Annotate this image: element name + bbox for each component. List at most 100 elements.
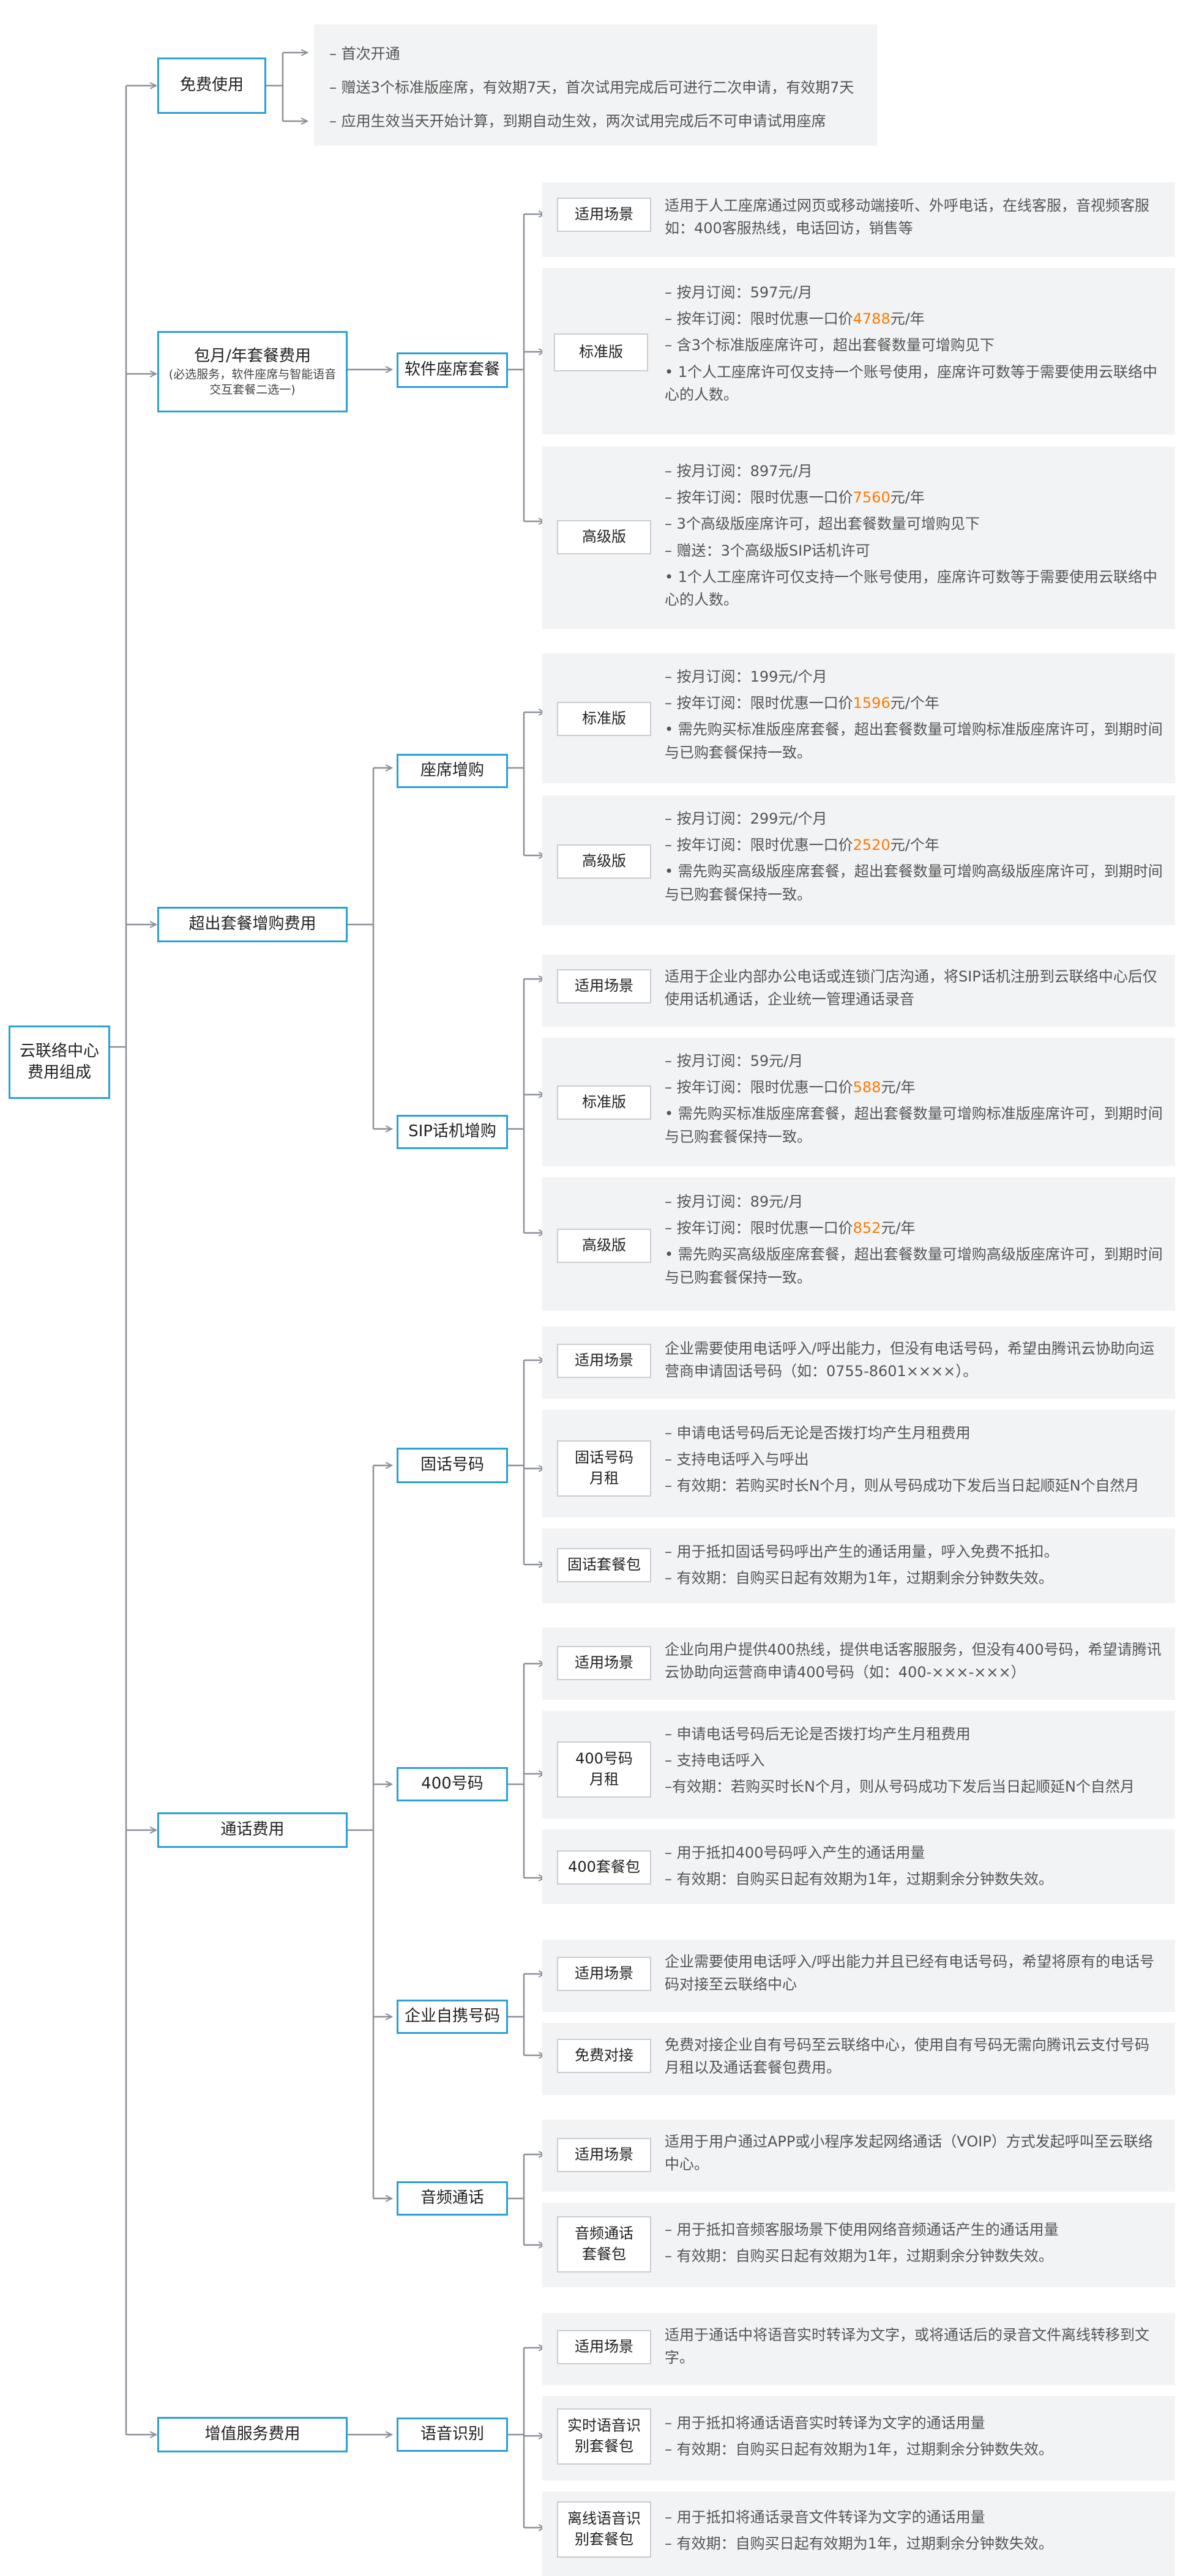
addon-standard-tag: 标准版 [557,702,651,736]
seat-standard-monthly: – 按月订阅：597元/月 [665,284,813,301]
seat-advanced-yearly: – 按年订阅：限时优惠一口价7560元/年 [665,486,1163,509]
free-item-3: – 应用生效当天开始计算，到期自动生效，两次试用完成后不可申请试用座席 [329,113,826,130]
sip-scene-text: 适用于企业内部办公电话或连锁门店沟通，将SIP话机注册到云联络中心后仅使用话机通… [665,968,1157,1008]
price-unit: 元/个年 [890,694,939,712]
free-usage-text: – 首次开通 – 赠送3个标准版座席，有效期7天，首次试用完成后可进行二次申请，… [329,43,868,137]
sip-addon-node: SIP话机增购 [397,1115,508,1149]
seat-standard-text: – 按月订阅：597元/月 – 按年订阅：限时优惠一口价4788元/年 – 含3… [665,281,1163,410]
monthly-package-note: (必选服务，软件座席与智能语音交互套餐二选一) [168,368,337,397]
sip-advanced-monthly: – 按月订阅：89元/月 [665,1193,804,1210]
sip-standard-note: • 需先购买标准版座席套餐，超出套餐数量可增购标准版座席许可，到期时间与已购套餐… [665,1105,1163,1145]
addon-standard-text: – 按月订阅：199元/个月 – 按年订阅：限时优惠一口价1596元/个年 • … [665,666,1163,768]
sip-standard-yearly: – 按年订阅：限时优惠一口价588元/年 [665,1076,1163,1099]
n400-rent-tag: 400号码 月租 [557,1741,651,1798]
landline-rent-tag: 固话号码 月租 [557,1440,651,1497]
asr-realtime-text: – 用于抵扣将通话语音实时转译为文字的通话用量 – 有效期：自购买日起有效期为1… [665,2412,1163,2465]
seat-scene-text: 适用于人工座席通过网页或移动端接听、外呼电话，在线客服，音视频客服如：400客服… [665,197,1149,237]
seat-standard-note: • 1个人工座席许可仅支持一个账号使用，座席许可数等于需要使用云联络中心的人数。 [665,363,1158,403]
sip-standard-text: – 按月订阅：59元/月 – 按年订阅：限时优惠一口价588元/年 • 需先购买… [665,1050,1163,1152]
free-item-1: – 首次开通 [329,45,400,62]
price-unit: 元/年 [881,1079,916,1096]
seat-standard-tag: 标准版 [554,333,648,371]
sip-standard-tag: 标准版 [557,1085,651,1120]
landline-pack-tag: 固话套餐包 [557,1548,651,1582]
own-free-tag: 免费对接 [557,2039,651,2073]
audio-pack-tag: 音频通话 套餐包 [557,2216,651,2273]
n400-pack-text: – 用于抵扣400号码呼入产生的通话用量 – 有效期：自购买日起有效期为1年，过… [665,1842,1163,1894]
price-prefix: – 按年订阅：限时优惠一口价 [665,836,853,854]
asr-realtime-tag: 实时语音识 别套餐包 [557,2408,651,2465]
sip-standard-monthly: – 按月订阅：59元/月 [665,1052,804,1070]
price-unit: 元/年 [881,1219,916,1237]
landline-rent-line: – 支持电话呼入与呼出 [665,1451,809,1469]
price-prefix: – 按年订阅：限时优惠一口价 [665,694,853,712]
asr-scene-text: 适用于通话中将语音实时转译为文字，或将通话后的录音文件离线转移到文字。 [665,2326,1149,2367]
landline-node: 固话号码 [397,1448,508,1483]
addon-advanced-text: – 按月订阅：299元/个月 – 按年订阅：限时优惠一口价2520元/个年 • … [665,808,1163,910]
seat-advanced-monthly: – 按月订阅：897元/月 [665,463,813,480]
n400-node: 400号码 [397,1767,508,1801]
price-unit: 元/年 [890,489,925,507]
audio-call-node: 音频通话 [397,2181,508,2216]
seat-addon-node: 座席增购 [397,754,508,788]
n400-rent-text: – 申请电话号码后无论是否拨打均产生月租费用 – 支持电话呼入 –有效期：若购买… [665,1723,1163,1803]
landline-rent-text: – 申请电话号码后无论是否拨打均产生月租费用 – 支持电话呼入与呼出 – 有效期… [665,1422,1163,1502]
price-highlight: 588 [853,1079,881,1096]
landline-scene-tag: 适用场景 [557,1344,651,1378]
seat-scene-tag: 适用场景 [557,198,651,232]
asr-offline-text: – 用于抵扣将通话录音文件转译为文字的通话用量 – 有效期：自购买日起有效期为1… [665,2506,1163,2559]
free-item-2: – 赠送3个标准版座席，有效期7天，首次试用完成后可进行二次申请，有效期7天 [329,79,854,97]
asr-node: 语音识别 [397,2418,508,2452]
free-usage-node: 免费使用 [157,58,266,114]
extra-purchase-node: 超出套餐增购费用 [157,907,348,942]
call-fee-node: 通话费用 [157,1812,348,1848]
monthly-package-node: 包月/年套餐费用 (必选服务，软件座席与智能语音交互套餐二选一) [157,331,348,412]
n400-pack-line: – 用于抵扣400号码呼入产生的通话用量 [665,1844,925,1861]
n400-pack-tag: 400套餐包 [557,1850,651,1885]
audio-pack-line: – 用于抵扣音频客服场景下使用网络音频通话产生的通话用量 [665,2221,1059,2238]
asr-offline-line: – 有效期：自购买日起有效期为1年，过期剩余分钟数失效。 [665,2535,1053,2553]
addon-advanced-note: • 需先购买高级版座席套餐，超出套餐数量可增购高级版座席许可，到期时间与已购套餐… [665,863,1163,903]
own-free-text: 免费对接企业自有号码至云联络中心，使用自有号码无需向腾讯云支付号码月租以及通话套… [665,2036,1149,2077]
seat-advanced-include: – 3个高级版座席许可，超出套餐数量可增购见下 [665,515,980,533]
seat-advanced-gift: – 赠送：3个高级版SIP话机许可 [665,542,870,559]
audio-pack-line: – 有效期：自购买日起有效期为1年，过期剩余分钟数失效。 [665,2247,1053,2265]
price-highlight: 7560 [853,489,890,507]
price-highlight: 4788 [853,310,890,328]
asr-offline-tag: 离线语音识 别套餐包 [557,2501,651,2558]
landline-pack-line: – 有效期：自购买日起有效期为1年，过期剩余分钟数失效。 [665,1569,1053,1587]
n400-pack-line: – 有效期：自购买日起有效期为1年，过期剩余分钟数失效。 [665,1871,1053,1888]
landline-pack-text: – 用于抵扣固话号码呼出产生的通话用量，呼入免费不抵扣。 – 有效期：自购买日起… [665,1541,1163,1593]
addon-standard-yearly: – 按年订阅：限时优惠一口价1596元/个年 [665,692,1163,715]
n400-rent-line: – 支持电话呼入 [665,1752,765,1770]
sip-scene-tag: 适用场景 [557,969,651,1003]
seat-standard-yearly: – 按年订阅：限时优惠一口价4788元/年 [665,308,1163,330]
asr-realtime-line: – 有效期：自购买日起有效期为1年，过期剩余分钟数失效。 [665,2441,1053,2459]
price-highlight: 1596 [853,694,890,712]
value-added-node: 增值服务费用 [157,2417,348,2452]
addon-advanced-monthly: – 按月订阅：299元/个月 [665,810,827,827]
price-highlight: 852 [853,1219,881,1237]
asr-realtime-line: – 用于抵扣将通话语音实时转译为文字的通话用量 [665,2414,985,2432]
monthly-package-label: 包月/年套餐费用 [194,347,311,366]
sip-advanced-yearly: – 按年订阅：限时优惠一口价852元/年 [665,1217,1163,1240]
landline-rent-line: – 有效期：若购买时长N个月，则从号码成功下发后当日起顺延N个自然月 [665,1477,1140,1495]
audio-pack-text: – 用于抵扣音频客服场景下使用网络音频通话产生的通话用量 – 有效期：自购买日起… [665,2219,1163,2271]
price-prefix: – 按年订阅：限时优惠一口价 [665,310,853,328]
addon-advanced-yearly: – 按年订阅：限时优惠一口价2520元/个年 [665,834,1163,857]
seat-standard-include: – 含3个标准版座席许可，超出套餐数量可增购见下 [665,337,995,354]
sip-advanced-tag: 高级版 [557,1229,651,1263]
own-number-node: 企业自携号码 [397,2000,508,2034]
addon-standard-monthly: – 按月订阅：199元/个月 [665,668,827,685]
own-scene-text: 企业需要使用电话呼入/呼出能力并且已经有电话号码，希望将原有的电话号码对接至云联… [665,1953,1155,1993]
price-prefix: – 按年订阅：限时优惠一口价 [665,1219,853,1237]
price-prefix: – 按年订阅：限时优惠一口价 [665,489,853,507]
own-scene-tag: 适用场景 [557,1957,651,1991]
n400-scene-text: 企业向用户提供400热线，提供电话客服服务，但没有400号码，希望请腾讯云协助向… [665,1641,1162,1681]
addon-advanced-tag: 高级版 [557,844,651,879]
sip-advanced-text: – 按月订阅：89元/月 – 按年订阅：限时优惠一口价852元/年 • 需先购买… [665,1191,1163,1293]
seat-advanced-text: – 按月订阅：897元/月 – 按年订阅：限时优惠一口价7560元/年 – 3个… [665,460,1163,615]
price-unit: 元/个年 [890,836,939,854]
price-prefix: – 按年订阅：限时优惠一口价 [665,1079,853,1096]
audio-scene-text: 适用于用户通过APP或小程序发起网络通话（VOIP）方式发起呼叫至云联络中心。 [665,2133,1153,2173]
